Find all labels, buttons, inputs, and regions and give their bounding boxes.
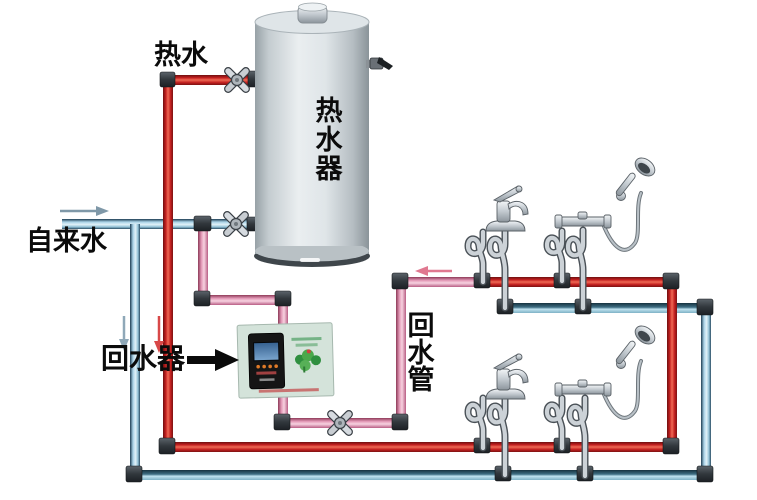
basin-faucet-lower <box>485 353 529 400</box>
pipe-cold-bottom <box>130 470 711 480</box>
supply-loop-lower-shower-cold <box>570 398 585 476</box>
controller-caption-line <box>258 388 319 393</box>
controller-logo-art <box>291 337 322 373</box>
elbow-hot-bottom-left <box>158 437 176 455</box>
pointer-arrow-right-icon <box>215 349 239 371</box>
shower-set-lower <box>553 320 661 420</box>
shower-set-upper <box>553 152 661 252</box>
label-hot-water: 热水 <box>154 40 208 71</box>
tee-cold-return <box>193 215 212 232</box>
elbow-hot-top-left <box>159 71 176 88</box>
label-tap-water: 自来水 <box>26 226 107 257</box>
pipe-hot-outlet-top <box>166 75 258 85</box>
pipe-return-upper-segment <box>396 277 484 287</box>
pipe-return-under-tank <box>198 295 288 305</box>
label-return-device: 回水器 <box>101 342 186 375</box>
tap-water-arrow-right-icon <box>96 206 109 216</box>
return-flow-arrow-left-icon <box>415 266 428 276</box>
elbow-hot-top-right <box>662 272 680 290</box>
supply-loop-upper-faucet-cold <box>490 230 505 308</box>
pipe-hot-bottom <box>163 442 677 452</box>
basin-faucet-upper <box>485 185 529 232</box>
pipe-cold-inlet <box>62 219 258 229</box>
elbow-return-top <box>391 272 409 290</box>
pipe-cold-upper-bath <box>501 303 711 313</box>
elbow-return-3 <box>273 413 291 431</box>
supply-loop-upper-shower-cold <box>568 230 583 308</box>
relief-valve <box>366 57 393 70</box>
pipe-cold-left-drop <box>130 224 140 475</box>
pipe-cold-right-riser <box>701 303 711 480</box>
pipe-return-to-cold-tee <box>198 224 208 305</box>
pipe-hot-main-drop <box>163 80 173 452</box>
pipe-fittings <box>125 70 714 483</box>
elbow-hot-bottom-right <box>662 437 680 455</box>
controller-screen <box>253 341 280 362</box>
pipe-hot-upper-bath <box>474 277 677 287</box>
supply-loop-lower-faucet-cold <box>490 397 505 475</box>
controller-indicators <box>256 364 278 369</box>
elbow-cold-bottom-right <box>696 465 714 483</box>
elbow-cold-bottom-left <box>125 465 143 483</box>
pointer-arrow-shaft <box>187 356 216 364</box>
elbow-return-1 <box>193 290 211 307</box>
return-water-controller <box>236 322 335 399</box>
water-heater-tank <box>254 2 393 267</box>
pipe-hot-right-riser <box>667 277 677 452</box>
label-return-pipe: 回水管 <box>407 311 435 396</box>
flow-arrows <box>60 206 452 371</box>
label-water-heater: 热水器 <box>315 96 343 185</box>
elbow-return-4 <box>391 413 409 431</box>
elbow-return-2 <box>274 290 292 307</box>
pipe-return-right-drop <box>396 277 406 428</box>
elbow-cold-top-right <box>696 298 714 316</box>
